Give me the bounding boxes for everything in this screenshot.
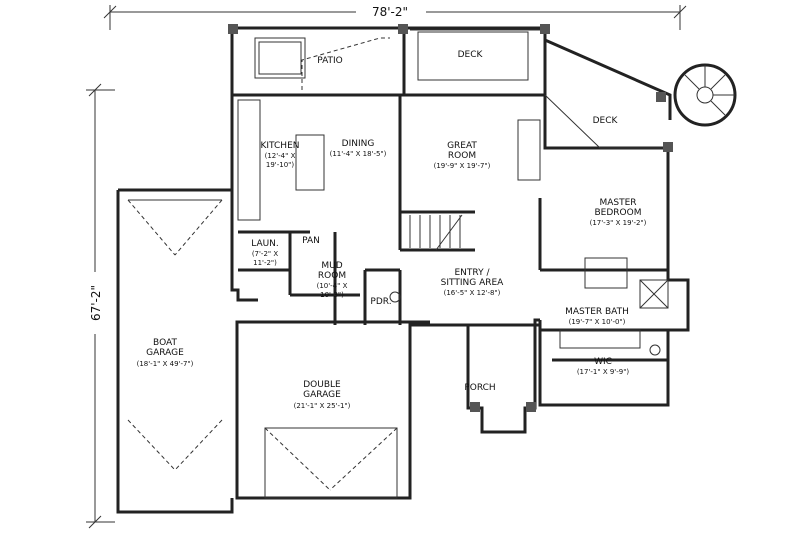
master-bath-label: MASTER BATH [565,307,629,317]
mud-room-label-2: ROOM [318,271,346,281]
outdoor-structures [230,26,737,149]
overall-depth-label: 67'-2" [89,285,103,321]
boat-garage-label-1: BOAT [153,338,177,348]
patio-label: PATIO [317,56,343,66]
exterior-walls [116,93,690,514]
wic-label: WIC [594,357,612,367]
pantry-label: PAN [302,236,320,246]
boat-garage-label-2: GARAGE [146,348,184,358]
kitchen-dim-1: (12'-4" X [265,152,296,160]
interior-stair [409,214,463,251]
width-dimension: 78'-2" [103,4,687,30]
garage-doors [127,199,398,499]
kitchen-label: KITCHEN [261,141,300,151]
porch-label: PORCH [464,383,495,393]
room-labels: PATIO DECK DECK KITCHEN (12'-4" X 19'-10… [137,50,647,410]
master-bath-dim: (19'-7" X 10'-0") [569,318,626,326]
dining-dim: (11'-4" X 18'-5") [330,150,387,158]
laundry-label: LAUN. [251,239,279,249]
fixtures [237,99,669,356]
great-room-label-2: ROOM [448,151,476,161]
deck-right-label: DECK [593,116,619,126]
laundry-dim-1: (7'-2" X [252,250,279,258]
dining-label: DINING [342,139,375,149]
great-room-label-1: GREAT [447,141,477,151]
mud-room-dim-2: 10'-3") [320,291,344,299]
deck-top-label: DECK [458,50,484,60]
great-room-dim: (19'-9" X 19'-7") [434,162,491,170]
master-bedroom-label-2: BEDROOM [595,208,642,218]
mud-room-dim-1: (10'-4" X [317,282,348,290]
depth-dimension: 67'-2" [86,83,115,529]
entry-label-2: SITTING AREA [441,278,505,288]
powder-room-label: PDR. [370,297,391,307]
master-bedroom-label-1: MASTER [599,198,636,208]
double-garage-label-2: GARAGE [303,390,341,400]
master-bedroom-dim: (17'-3" X 19'-2") [590,219,647,227]
laundry-dim-2: 11'-2") [253,259,277,267]
wic-dim: (17'-1" X 9'-9") [577,368,630,376]
overall-width-label: 78'-2" [372,5,408,19]
double-garage-dim: (21'-1" X 25'-1") [294,402,351,410]
entry-label-1: ENTRY / [455,268,491,278]
mud-room-label-1: MUD [321,261,342,271]
double-garage-label-1: DOUBLE [303,380,341,390]
posts [228,24,673,412]
entry-dim: (16'-5" X 12'-8") [444,289,501,297]
boat-garage-dim: (18'-1" X 49'-7") [137,360,194,368]
kitchen-dim-2: 19'-10") [266,161,294,169]
